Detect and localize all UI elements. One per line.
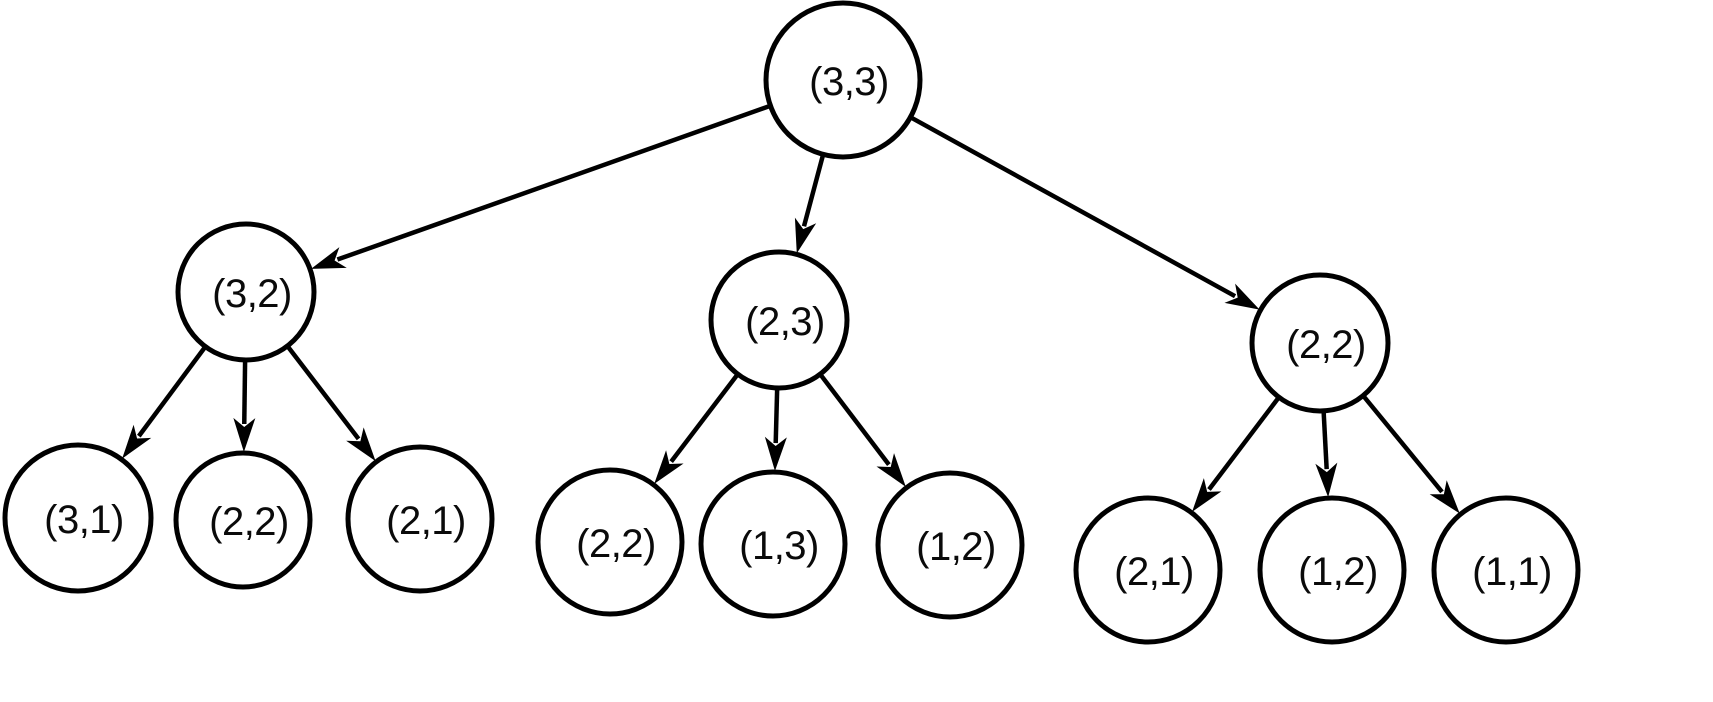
node-label: (1,1) [1472, 550, 1552, 594]
node-circle[interactable] [698, 469, 848, 619]
node-circle[interactable] [708, 249, 850, 391]
node-label: (1,2) [916, 525, 996, 569]
node-label: (2,1) [386, 499, 466, 543]
edge-n3-to-n10 [1192, 396, 1281, 512]
tree-node[interactable]: (1,1) [1431, 495, 1581, 645]
arrowhead-icon [233, 417, 256, 453]
node-label: (2,2) [209, 500, 289, 544]
tree-node[interactable]: (2,2) [173, 450, 313, 590]
node-label: (2,3) [745, 300, 825, 344]
arrowhead-icon [311, 247, 347, 269]
tree-node[interactable]: (2,3) [708, 249, 850, 391]
node-circle[interactable] [175, 221, 317, 363]
tree-node[interactable]: (1,3) [698, 469, 848, 619]
arrowhead-icon [876, 453, 906, 487]
node-label: (3,2) [212, 272, 292, 316]
tree-node[interactable]: (3,3) [763, 0, 923, 160]
edge-n2-to-n8 [764, 388, 787, 472]
node-circle[interactable] [345, 444, 495, 594]
node-circle[interactable] [1431, 495, 1581, 645]
node-label: (1,3) [739, 524, 819, 568]
edge-n0-to-n2 [794, 154, 826, 254]
node-circle[interactable] [2, 442, 154, 594]
node-label: (1,2) [1298, 550, 1378, 594]
arrowhead-icon [346, 427, 376, 462]
node-label: (3,1) [44, 498, 124, 542]
node-label: (2,2) [576, 522, 656, 566]
node-label: (2,2) [1286, 323, 1366, 367]
arrowhead-icon [794, 217, 817, 254]
node-circle[interactable] [173, 450, 313, 590]
node-circle[interactable] [875, 470, 1025, 620]
node-circle[interactable] [1249, 272, 1391, 414]
edge-n0-to-n3 [910, 115, 1260, 310]
tree-node[interactable]: (3,1) [2, 442, 154, 594]
arrowhead-icon [1224, 283, 1260, 310]
tree-node[interactable]: (2,2) [1249, 272, 1391, 414]
nodes-layer: (3,3) (3,2) (2,3) (2,2) (3,1) (2,2) (2,1) (2,2)… [2, 0, 1581, 645]
arrowhead-icon [1192, 478, 1222, 512]
edge-n2-to-n9 [818, 373, 906, 487]
node-circle[interactable] [763, 0, 923, 160]
tree-node[interactable]: (2,2) [535, 467, 685, 617]
node-label: (2,1) [1114, 550, 1194, 594]
node-circle[interactable] [1257, 495, 1407, 645]
tree-node[interactable]: (3,2) [175, 221, 317, 363]
edge-n2-to-n7 [654, 373, 739, 484]
edge-n1-to-n4 [122, 346, 207, 459]
edge-n0-to-n1 [311, 103, 771, 269]
edge-n1-to-n5 [233, 360, 256, 453]
arrowhead-icon [122, 424, 152, 459]
node-circle[interactable] [1073, 495, 1223, 645]
arrowhead-icon [1429, 480, 1460, 514]
tree-node[interactable]: (1,2) [875, 470, 1025, 620]
edge-n3-to-n12 [1361, 394, 1460, 514]
tree-node[interactable]: (1,2) [1257, 495, 1407, 645]
tree-node[interactable]: (2,1) [1073, 495, 1223, 645]
edge-n1-to-n6 [286, 345, 376, 462]
tree-node[interactable]: (2,1) [345, 444, 495, 594]
arrowhead-icon [1315, 462, 1338, 498]
edges-layer [122, 103, 1460, 514]
node-label: (3,3) [809, 60, 889, 104]
edge-n3-to-n11 [1315, 411, 1338, 498]
node-circle[interactable] [535, 467, 685, 617]
arrowhead-icon [764, 436, 787, 472]
arrowhead-icon [654, 450, 684, 484]
